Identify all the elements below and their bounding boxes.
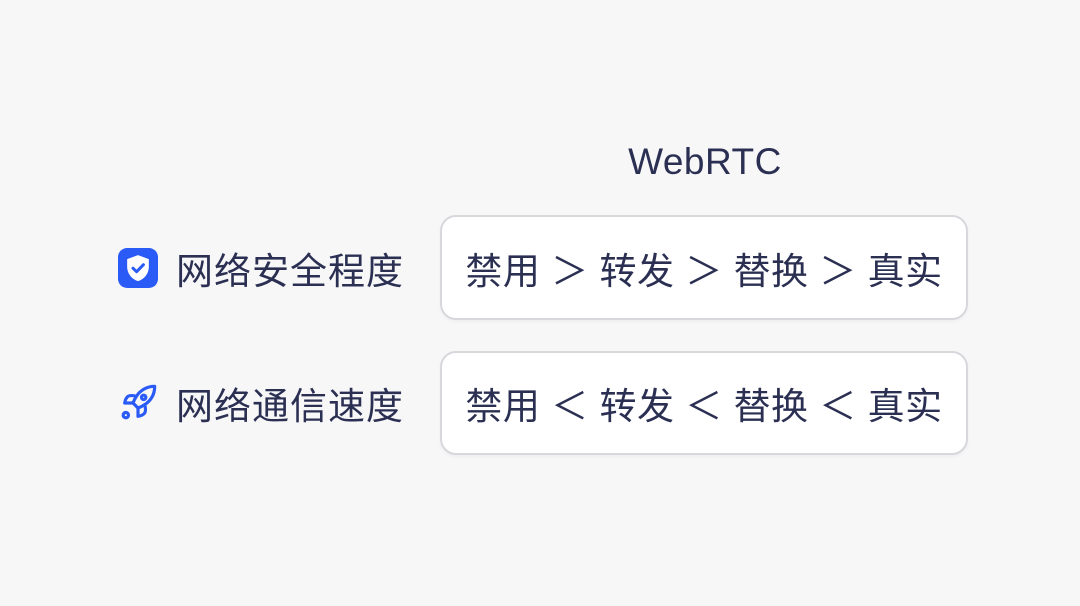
webrtc-title: WebRTC [628,141,782,182]
speed-row-label: 网络通信速度 [118,351,438,455]
security-comparison-card: 禁用 ＞ 转发 ＞ 替换 ＞ 真实 [440,215,968,320]
security-row-label-text: 网络安全程度 [176,250,404,292]
rocket-icon [118,383,158,423]
speed-comparison-text: 禁用 ＜ 转发 ＜ 替换 ＜ 真实 [465,386,943,427]
speed-row-label-text: 网络通信速度 [176,386,404,427]
speed-comparison-card: 禁用 ＜ 转发 ＜ 替换 ＜ 真实 [440,351,968,455]
security-row-label: 网络安全程度 [118,215,438,320]
shield-check-icon [118,247,158,288]
security-comparison-text: 禁用 ＞ 转发 ＞ 替换 ＞ 真实 [465,250,943,292]
